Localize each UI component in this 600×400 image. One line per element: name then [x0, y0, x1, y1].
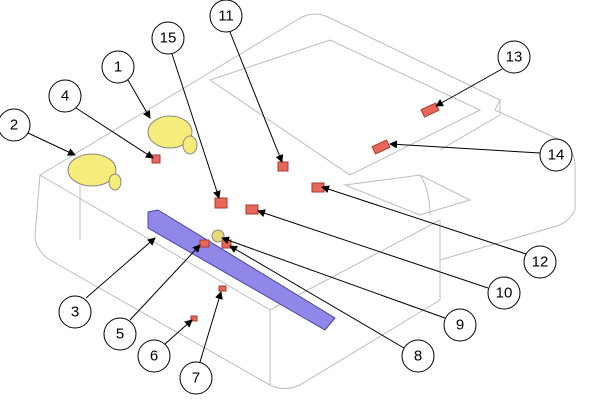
svg-text:2: 2: [10, 117, 18, 134]
callout-4: 4: [48, 79, 82, 113]
svg-text:7: 7: [192, 370, 200, 387]
callouts: 1 2 3 4 5 6 7 8 9 10 11 12 13 14 15: [0, 0, 573, 395]
callout-14: 14: [539, 138, 573, 172]
callout-11: 11: [209, 0, 243, 33]
svg-text:8: 8: [414, 348, 422, 365]
svg-text:9: 9: [456, 317, 464, 334]
callout-1: 1: [101, 50, 135, 84]
callout-15: 15: [151, 21, 185, 55]
callout-5: 5: [103, 317, 137, 351]
leader-lines: [27, 31, 541, 363]
svg-text:11: 11: [218, 8, 234, 25]
callout-12: 12: [523, 245, 557, 279]
callout-9: 9: [443, 308, 477, 342]
rail-part-3: [147, 209, 336, 331]
svg-text:1: 1: [114, 59, 122, 76]
callout-7: 7: [179, 361, 213, 395]
motor-1: [147, 115, 198, 155]
svg-text:5: 5: [116, 326, 124, 343]
motor-2: [67, 153, 122, 191]
small-parts: [151, 102, 440, 322]
callout-13: 13: [497, 40, 531, 74]
svg-text:3: 3: [71, 304, 79, 321]
callout-2: 2: [0, 108, 31, 142]
callout-6: 6: [137, 339, 171, 373]
device-outline: [34, 13, 576, 389]
callout-3: 3: [58, 295, 92, 329]
svg-text:15: 15: [160, 30, 177, 47]
svg-text:10: 10: [496, 285, 513, 302]
svg-text:4: 4: [61, 88, 69, 105]
callout-8: 8: [401, 339, 435, 373]
part-9: [211, 229, 225, 243]
svg-text:12: 12: [532, 254, 549, 271]
svg-text:14: 14: [548, 147, 565, 164]
callout-10: 10: [487, 276, 521, 310]
svg-text:13: 13: [506, 49, 523, 66]
svg-text:6: 6: [150, 348, 158, 365]
